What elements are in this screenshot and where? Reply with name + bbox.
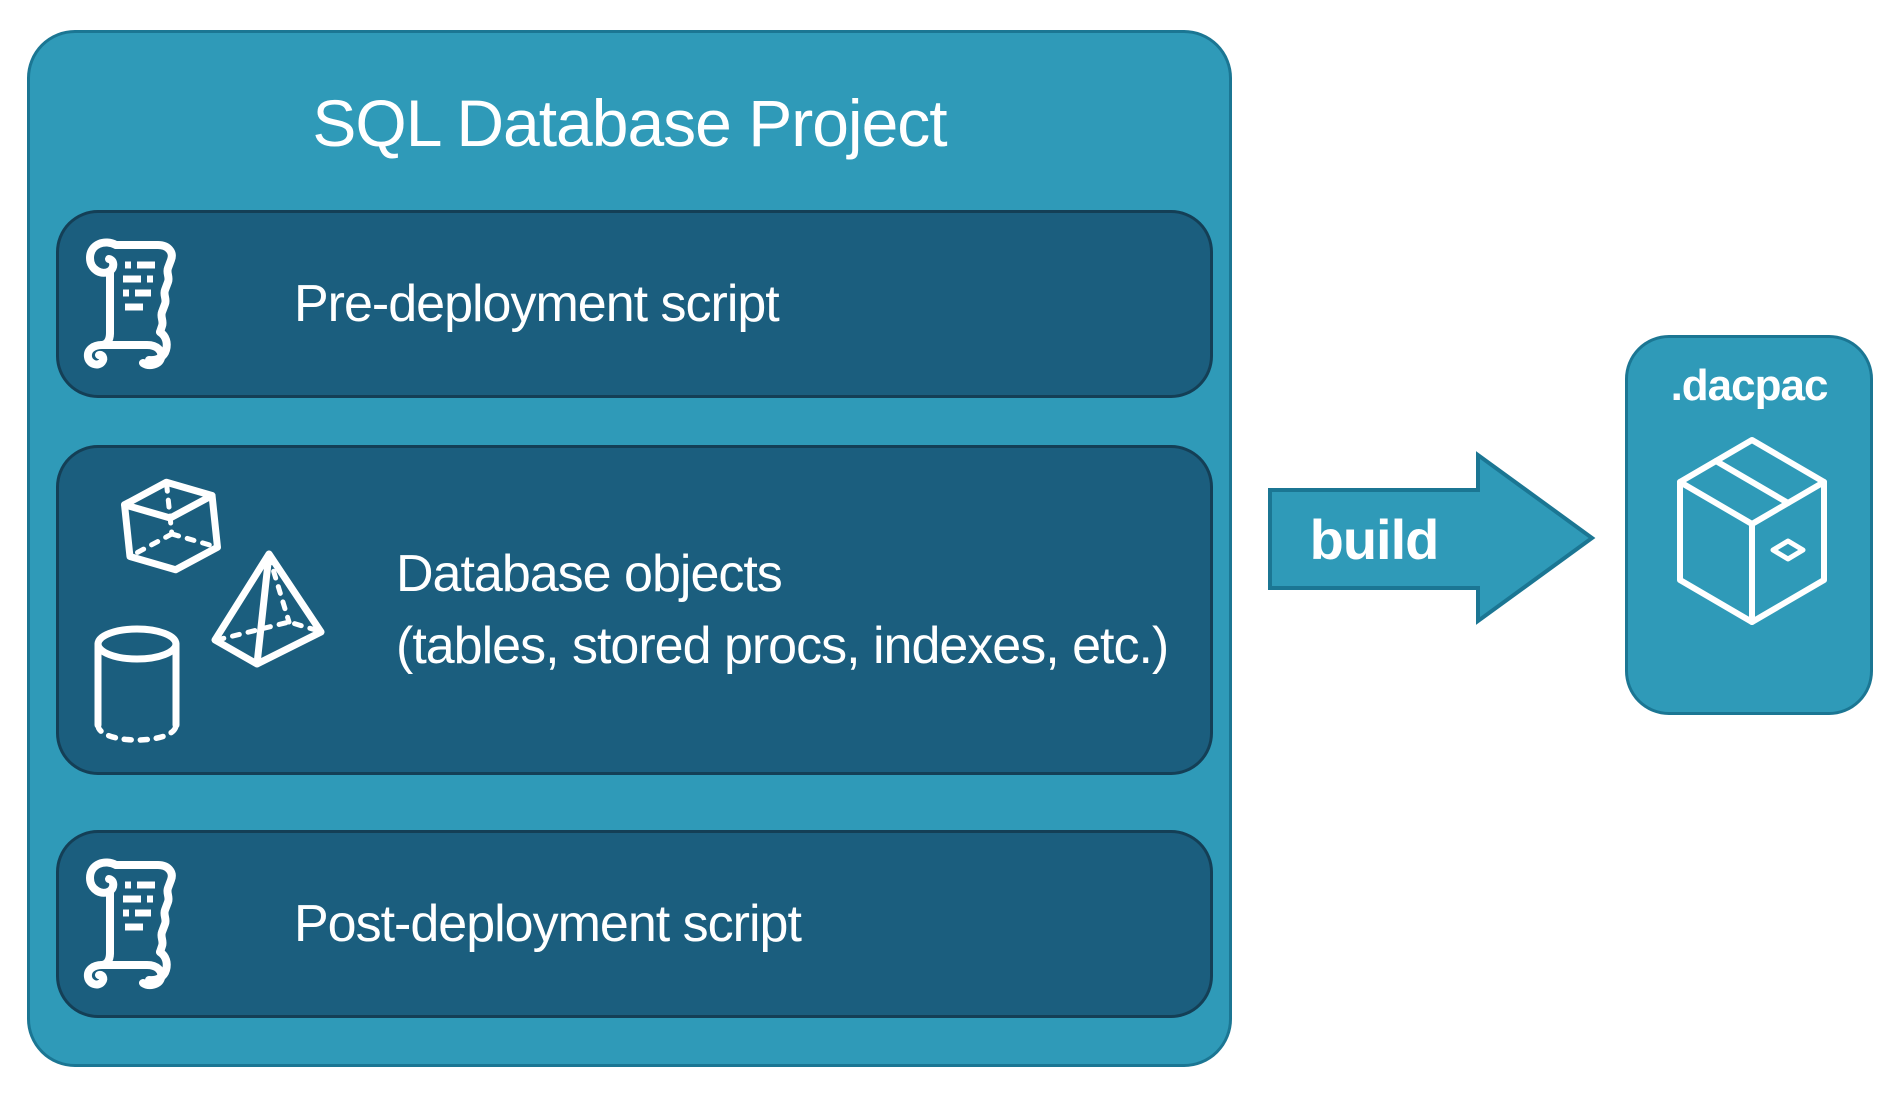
sql-database-project-box: SQL Database Project	[27, 30, 1232, 1067]
cylinder-icon	[87, 622, 187, 747]
project-title: SQL Database Project	[312, 86, 947, 160]
build-arrow-label: build	[1309, 507, 1440, 571]
pyramid-icon	[205, 544, 355, 684]
database-objects-icons	[59, 448, 389, 778]
database-objects-label-line1: Database objects	[396, 545, 783, 603]
post-deployment-row: Post-deployment script	[56, 830, 1213, 1018]
pre-deployment-label: Pre-deployment script	[294, 275, 780, 333]
dacpac-box: .dacpac	[1625, 335, 1873, 715]
database-objects-label-line2: (tables, stored procs, indexes, etc.)	[396, 617, 1169, 675]
dacpac-title: .dacpac	[1670, 361, 1829, 410]
post-deployment-label: Post-deployment script	[294, 895, 802, 953]
cube-icon	[111, 474, 231, 594]
build-arrow-icon	[1265, 450, 1600, 630]
scroll-icon	[81, 233, 181, 373]
database-objects-row: Database objects (tables, stored procs, …	[56, 445, 1213, 775]
package-icon	[1662, 430, 1842, 640]
scroll-icon	[81, 853, 181, 993]
pre-deployment-row: Pre-deployment script	[56, 210, 1213, 398]
database-objects-label: Database objects (tables, stored procs, …	[396, 448, 1169, 772]
